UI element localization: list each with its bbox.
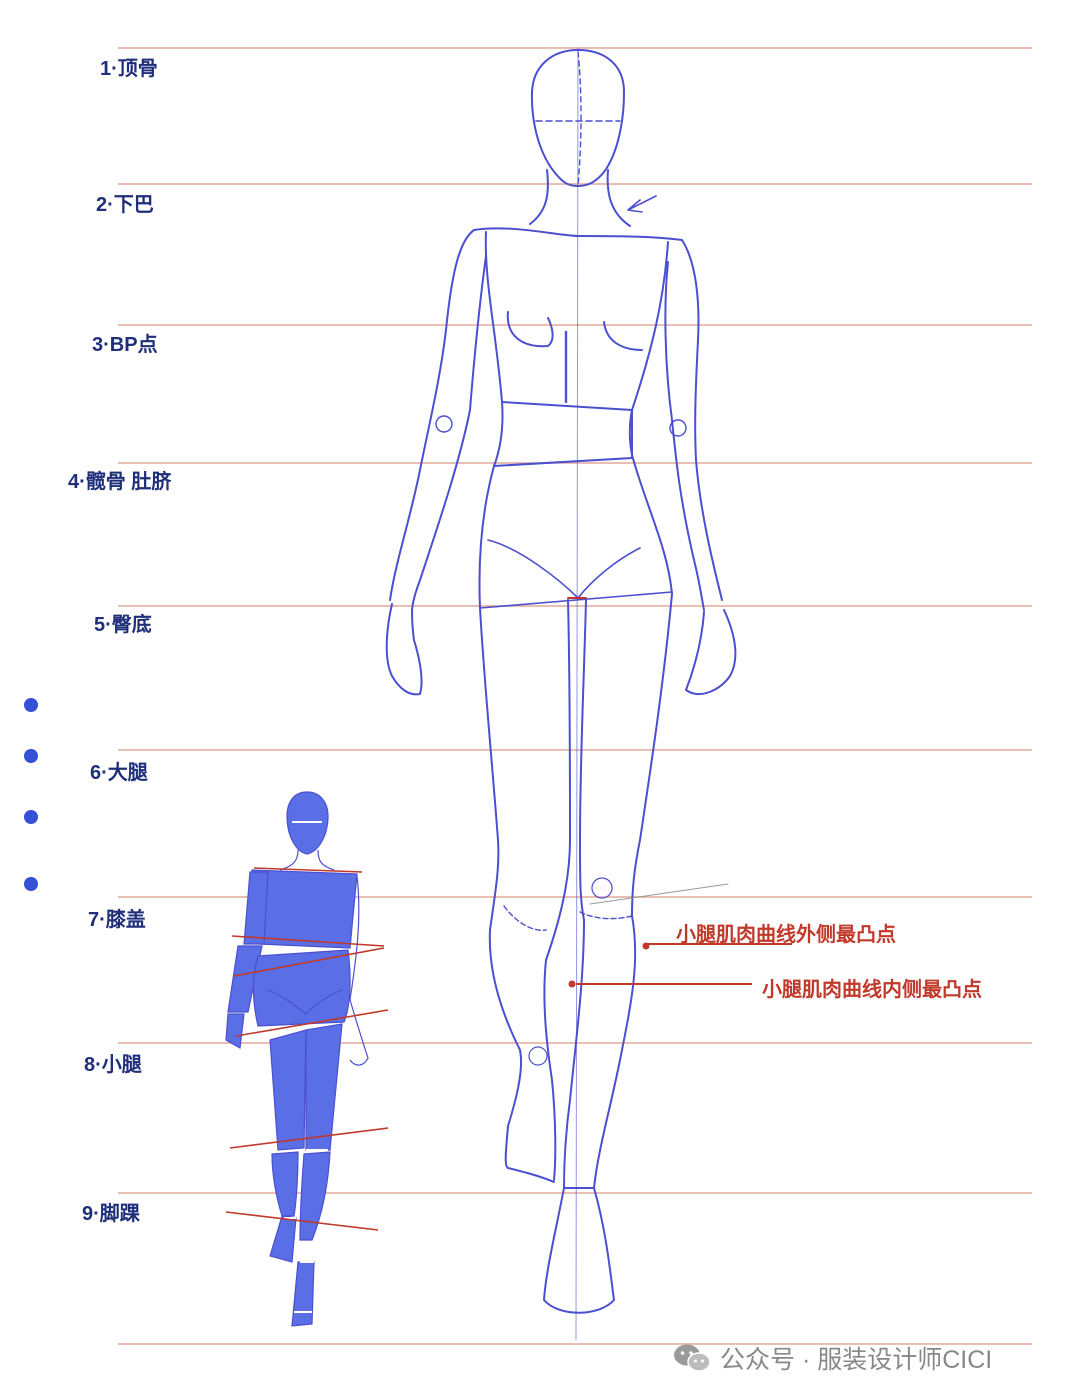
neck-left [530,170,548,224]
bullet-dot [24,810,38,824]
level-label-7: 7·膝盖 [88,903,146,932]
small-thigh-left [270,1030,306,1150]
left-knee [504,906,546,930]
right-hand [686,610,735,694]
watermark: 公众号 · 服装设计师CICI [672,1338,992,1378]
callout-leaders [570,944,793,987]
bullet-dot [24,877,38,891]
wechat-icon [672,1342,712,1374]
small-left-arm-upper [244,872,268,944]
right-leg-inner [564,600,586,1188]
guide-lines [118,48,1032,1344]
inner-calf-dot [570,982,575,987]
waist-block [494,402,632,466]
level-label-3: 3·BP点 [92,328,158,357]
center-line [576,48,578,1340]
hip-left [480,466,494,608]
left-ankle [529,1047,547,1065]
panty-line [488,540,640,598]
inner-calf-callout: 小腿肌肉曲线内侧最凸点 [762,973,982,1002]
left-hand [387,604,422,694]
neck-right [608,170,630,226]
level-label-4: 4·髋骨 肚脐 [68,465,171,494]
level-label-2: 2·下巴 [96,188,154,217]
left-leg-outer [480,608,521,1168]
bullet-dot [24,698,38,712]
right-kneecap [592,878,612,898]
small-hips [254,950,351,1026]
right-foot [544,1188,614,1313]
left-foot [508,1168,554,1182]
small-figure [226,792,388,1326]
level-label-8: 8·小腿 [84,1048,142,1077]
small-calf-left [272,1152,298,1216]
bust-right [604,322,642,350]
right-leg-outer [594,594,672,1188]
torso-left [486,232,503,466]
bust-left [508,312,553,346]
right-arm-outer [682,240,722,600]
right-knee [580,912,632,919]
hip-right [634,462,672,594]
bullet-dot [24,749,38,763]
small-calf-right [300,1152,330,1240]
neck-arrow [628,196,656,212]
small-foot-left [270,1216,296,1262]
torso-right [630,242,668,462]
level-label-6: 6·大腿 [90,756,148,785]
small-thigh-right [306,1024,342,1150]
small-foot-right [292,1262,314,1326]
level-label-9: 9·脚踝 [82,1197,140,1226]
watermark-text: 公众号 · 服装设计师CICI [720,1340,992,1376]
outer-calf-dot [644,944,649,949]
level-label-5: 5·臀底 [94,608,152,637]
left-elbow [436,416,452,432]
main-figure [387,48,736,1340]
left-leg-inner [544,600,570,1180]
outer-calf-callout: 小腿肌肉曲线外侧最凸点 [676,918,896,947]
level-label-1: 1·顶骨 [100,52,158,81]
